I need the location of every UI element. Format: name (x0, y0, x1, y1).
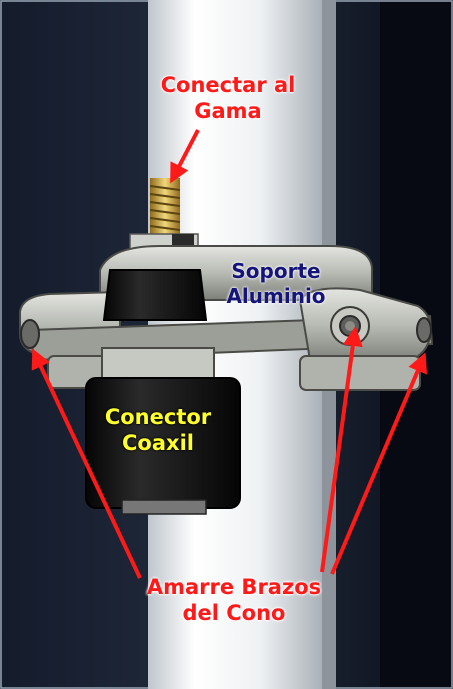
label-soporte-aluminio: Soporte Aluminio (214, 259, 338, 309)
label-coaxil-line1: Conector (104, 405, 212, 429)
arrows (31, 129, 427, 579)
label-gama-line2: Gama (194, 99, 262, 124)
label-conector-coaxil: Conector Coaxil (96, 404, 220, 457)
label-conectar-al-gama: Conectar al Gama (118, 72, 338, 125)
label-amarre-line2: del Cono (182, 601, 286, 626)
arrow-amarre-right (330, 352, 427, 575)
threaded-hole-right (330, 306, 370, 346)
brass-threaded-stud (149, 178, 181, 240)
label-gama-line1: Conectar al (160, 73, 296, 97)
coaxial-connector (85, 269, 241, 515)
label-coaxil-line2: Coaxil (122, 431, 194, 456)
threaded-hole-left (20, 319, 40, 349)
arrow-amarre-middle (320, 326, 363, 573)
arrow-gama (170, 129, 200, 184)
label-amarre-brazos-del-cono: Amarre Brazos del Cono (118, 574, 350, 627)
label-soporte-line2: Aluminio (226, 284, 326, 308)
arrow-amarre-left (31, 348, 142, 579)
threaded-hole-far-right (416, 317, 432, 343)
label-amarre-line1: Amarre Brazos (146, 575, 322, 599)
label-soporte-line1: Soporte (231, 259, 321, 283)
